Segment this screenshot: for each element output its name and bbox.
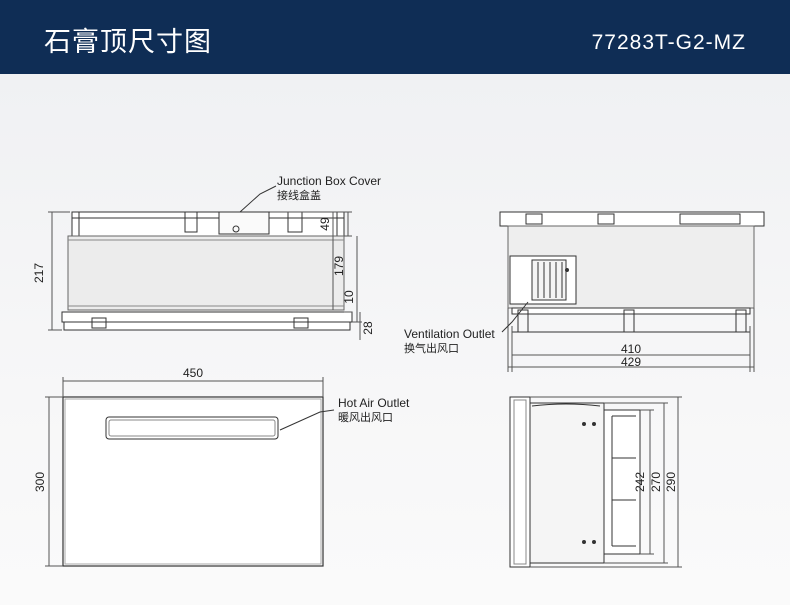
dim-242: 242	[633, 472, 647, 492]
dim-10: 10	[342, 290, 356, 304]
ventilation-label-en: Ventilation Outlet	[404, 327, 495, 341]
ventilation-label-cn: 换气出风口	[404, 341, 459, 355]
hot-air-label-cn: 暖风出风口	[338, 410, 393, 424]
front-view	[48, 211, 362, 340]
leader-junction-box	[239, 185, 277, 213]
leader-hot-air	[279, 409, 335, 431]
dim-217: 217	[32, 263, 46, 283]
leader-ventilation	[501, 301, 529, 333]
dim-300: 300	[33, 472, 47, 492]
dim-429: 429	[621, 355, 641, 369]
model-number: 77283T-G2-MZ	[591, 31, 746, 54]
hot-air-label-en: Hot Air Outlet	[338, 396, 410, 410]
dim-28: 28	[361, 321, 375, 335]
top-view	[45, 377, 324, 567]
junction-box-label-cn: 接线盒盖	[277, 188, 321, 202]
side-top-view	[509, 396, 682, 568]
side-view	[499, 211, 765, 372]
dim-270: 270	[649, 472, 663, 492]
dim-290: 290	[664, 472, 678, 492]
dim-49: 49	[318, 217, 332, 231]
dim-410: 410	[621, 342, 641, 356]
dim-179: 179	[332, 256, 346, 276]
header-bar: 石膏顶尺寸图 77283T-G2-MZ	[0, 0, 790, 74]
junction-box-label-en: Junction Box Cover	[277, 174, 381, 188]
page-title: 石膏顶尺寸图	[44, 27, 212, 58]
dim-450: 450	[183, 366, 203, 380]
